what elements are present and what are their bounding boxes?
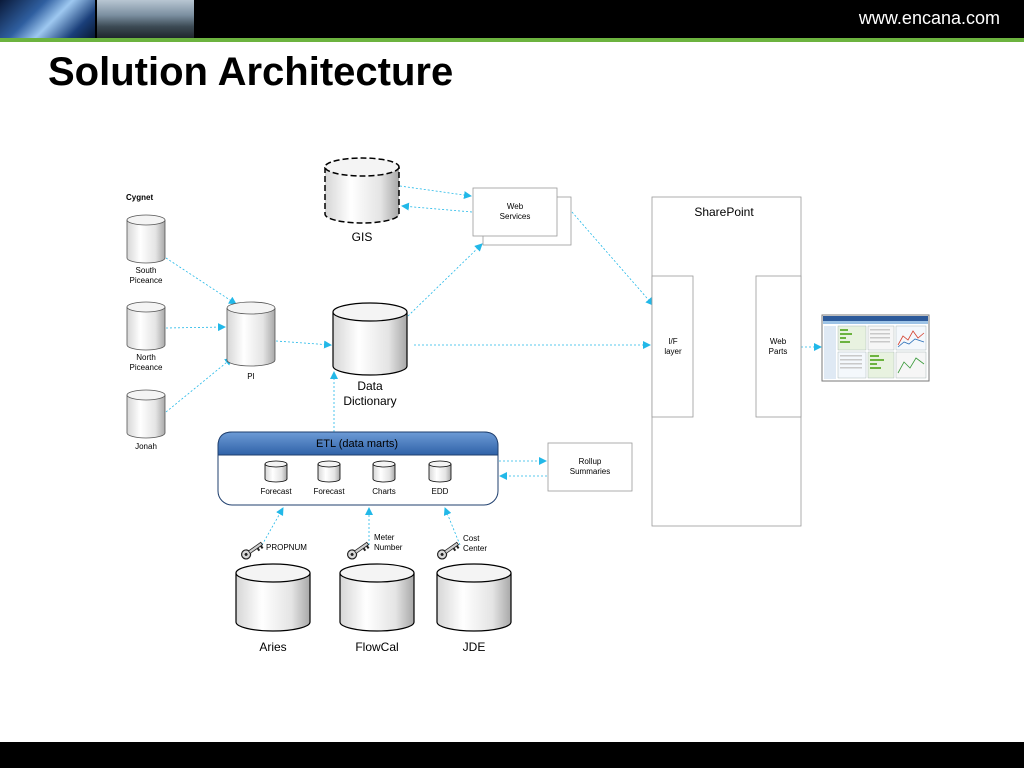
gis-label: GIS bbox=[352, 230, 373, 244]
rollup-summaries-box bbox=[547, 442, 633, 492]
web-services-label-line1: Web bbox=[507, 202, 524, 211]
south-piceance-db bbox=[126, 214, 166, 264]
header-accent-line bbox=[0, 38, 1024, 42]
arrow-aries-to-etl bbox=[261, 507, 284, 546]
arrow-gis-to-web-services bbox=[399, 185, 472, 199]
aries-db bbox=[235, 563, 311, 632]
cost-center-label-line2: Center bbox=[463, 544, 487, 553]
etl-title: ETL (data marts) bbox=[316, 438, 398, 450]
mart-forecast-2-db bbox=[317, 460, 341, 483]
arrow-south-piceance-to-pi bbox=[165, 257, 237, 305]
south-piceance-label-line2: Piceance bbox=[130, 276, 163, 285]
key-icon bbox=[436, 541, 460, 560]
data-dictionary-label-line2: Dictionary bbox=[343, 394, 396, 408]
header-photo-flame bbox=[0, 0, 95, 38]
connector-arrows bbox=[165, 185, 822, 546]
key-icon bbox=[240, 541, 264, 560]
south-piceance-label-line1: South bbox=[136, 266, 157, 275]
if-layer-label-line1: I/F bbox=[668, 337, 677, 346]
jde-db bbox=[436, 563, 512, 632]
arrow-jde-to-etl bbox=[443, 507, 461, 546]
north-piceance-label-line1: North bbox=[136, 353, 156, 362]
jde-label: JDE bbox=[463, 640, 486, 654]
mart-charts-db bbox=[372, 460, 396, 483]
key-icon bbox=[346, 541, 370, 560]
web-parts-box bbox=[755, 275, 802, 418]
meter-number-label-line2: Number bbox=[374, 543, 403, 552]
sharepoint-title: SharePoint bbox=[694, 205, 754, 219]
propnum-label: PROPNUM bbox=[266, 543, 307, 552]
aries-label: Aries bbox=[259, 640, 286, 654]
mart-charts-label: Charts bbox=[372, 487, 396, 496]
top-bar: www.encana.com bbox=[0, 0, 1024, 38]
arrow-web-services-to-if-layer bbox=[571, 211, 654, 306]
mart-edd-label: EDD bbox=[432, 487, 449, 496]
dashboard-screenshot bbox=[821, 314, 930, 382]
north-piceance-db bbox=[126, 301, 166, 351]
web-services-label-line2: Services bbox=[500, 212, 531, 221]
data-dictionary-db bbox=[332, 302, 408, 376]
web-services-box bbox=[472, 187, 572, 246]
etl-container bbox=[217, 431, 499, 506]
page-title: Solution Architecture bbox=[48, 50, 454, 94]
web-parts-label-line2: Parts bbox=[769, 347, 788, 356]
header-photo-landscape bbox=[97, 0, 194, 38]
mart-edd-db bbox=[428, 460, 452, 483]
arrow-north-piceance-to-pi bbox=[165, 323, 226, 332]
jonah-db bbox=[126, 389, 166, 439]
meter-number-label-line1: Meter bbox=[374, 533, 395, 542]
pi-db bbox=[226, 301, 276, 367]
cost-center-label-line1: Cost bbox=[463, 534, 480, 543]
web-parts-label-line1: Web bbox=[770, 337, 787, 346]
mart-forecast-1-label: Forecast bbox=[260, 487, 292, 496]
arrow-data-dictionary-to-web-services bbox=[407, 243, 483, 317]
flowcal-label: FlowCal bbox=[355, 640, 398, 654]
website-url[interactable]: www.encana.com bbox=[858, 8, 1000, 28]
mart-forecast-1-db bbox=[264, 460, 288, 483]
arrow-web-services-to-gis bbox=[401, 202, 473, 213]
jonah-label: Jonah bbox=[135, 442, 157, 451]
north-piceance-label-line2: Piceance bbox=[130, 363, 163, 372]
pi-label: PI bbox=[247, 372, 255, 381]
gis-db bbox=[324, 157, 400, 224]
flowcal-db bbox=[339, 563, 415, 632]
if-layer-box bbox=[651, 275, 694, 418]
mart-forecast-2-label: Forecast bbox=[313, 487, 345, 496]
arrow-pi-to-data-dictionary bbox=[275, 340, 332, 349]
data-dictionary-label-line1: Data bbox=[357, 379, 383, 393]
footer-bar bbox=[0, 742, 1024, 768]
rollup-label-line1: Rollup bbox=[579, 457, 602, 466]
cygnet-heading: Cygnet bbox=[126, 193, 153, 202]
if-layer-label-line2: layer bbox=[664, 347, 682, 356]
arrow-jonah-to-pi bbox=[165, 357, 233, 413]
rollup-label-line2: Summaries bbox=[570, 467, 610, 476]
